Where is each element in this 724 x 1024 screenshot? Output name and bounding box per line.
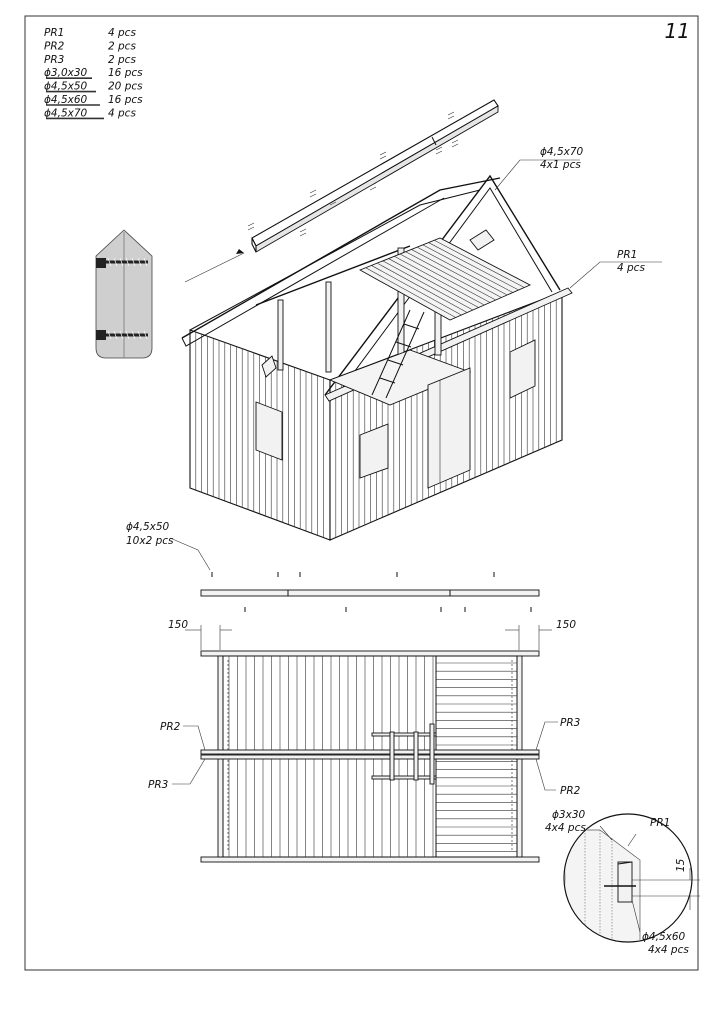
label-left-upper: PR2 bbox=[160, 721, 181, 733]
screw-joint-detail bbox=[95, 229, 153, 359]
part-name: ϕ4,5x70 bbox=[44, 107, 88, 119]
house-isometric-view bbox=[181, 99, 662, 541]
dimension-right: 150 bbox=[556, 619, 576, 631]
label-left-lower: PR3 bbox=[148, 779, 168, 791]
gable-window bbox=[469, 229, 495, 251]
part-name: ϕ4,5x60 bbox=[44, 94, 88, 106]
window bbox=[255, 401, 283, 461]
detail-part: PR1 bbox=[650, 817, 670, 829]
side-beam-part: PR1 bbox=[617, 249, 637, 261]
plan-screw-size: ϕ4,5x50 bbox=[126, 521, 170, 533]
plan-ladder bbox=[371, 723, 437, 785]
part-qty: 4 pcs bbox=[108, 27, 136, 39]
part-name: ϕ3,0x30 bbox=[44, 67, 88, 79]
middle-beam-pr3 bbox=[200, 754, 540, 760]
plan-screw-qty: 10x2 pcs bbox=[126, 535, 174, 547]
screw-head-icon bbox=[96, 330, 106, 340]
plan-view bbox=[169, 537, 558, 863]
part-name: ϕ4,5x50 bbox=[44, 81, 88, 93]
window bbox=[359, 423, 389, 479]
detail-screw-bottom: ϕ4,5x60 bbox=[642, 931, 686, 943]
part-qty: 4 pcs bbox=[108, 107, 136, 119]
part-name: PR3 bbox=[44, 54, 64, 66]
detail-screw-top: ϕ3x30 bbox=[552, 809, 586, 821]
dimension-left: 150 bbox=[168, 619, 188, 631]
middle-beam-pr2 bbox=[200, 749, 540, 755]
page-number: 11 bbox=[665, 19, 690, 43]
part-name: PR1 bbox=[44, 27, 64, 39]
label-right-lower: PR2 bbox=[560, 785, 581, 797]
part-name: PR2 bbox=[44, 40, 65, 52]
part-qty: 2 pcs bbox=[108, 54, 136, 66]
part-qty: 20 pcs bbox=[108, 81, 143, 93]
beam-screw-marks bbox=[211, 572, 532, 612]
part-qty: 2 pcs bbox=[108, 40, 136, 52]
ridge-screw-marks bbox=[247, 111, 459, 237]
ridge-screw-size: ϕ4,5x70 bbox=[540, 146, 584, 158]
part-qty: 16 pcs bbox=[108, 94, 143, 106]
ridge-board bbox=[251, 99, 499, 253]
page-frame bbox=[24, 15, 699, 971]
bracket-detail-circle bbox=[563, 813, 700, 943]
side-beam-qty: 4 pcs bbox=[617, 262, 645, 274]
window bbox=[509, 339, 536, 399]
ridge-screw-qty: 4x1 pcs bbox=[540, 159, 581, 171]
detail-screw-bottom-qty: 4x4 pcs bbox=[648, 944, 689, 956]
door bbox=[427, 367, 471, 489]
detail-screw-top-qty: 4x4 pcs bbox=[545, 822, 586, 834]
part-qty: 16 pcs bbox=[108, 67, 143, 79]
detail-dimension: 15 bbox=[675, 858, 687, 872]
gable-window bbox=[261, 355, 277, 378]
label-right-upper: PR3 bbox=[560, 717, 580, 729]
screw-head-icon bbox=[96, 258, 106, 268]
ladder bbox=[371, 309, 425, 399]
beam-strip bbox=[200, 589, 540, 597]
